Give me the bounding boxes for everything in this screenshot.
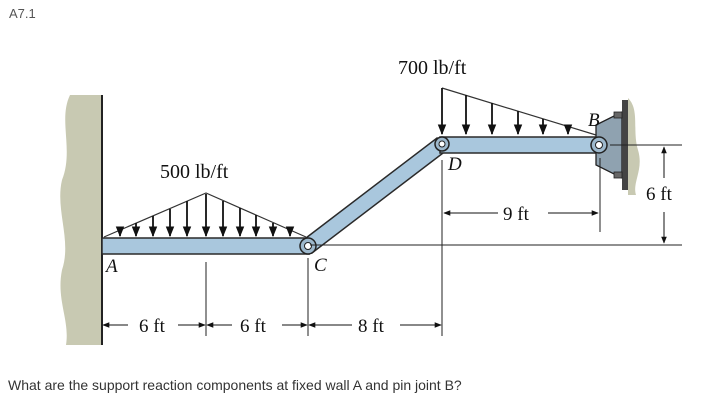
question-text: What are the support reaction components… — [8, 377, 462, 393]
label-d: D — [447, 154, 462, 175]
load-label-right: 700 lb/ft — [398, 57, 467, 79]
dim-seg2: 6 ft — [240, 316, 267, 337]
label-a: A — [104, 256, 118, 277]
beam-ac — [101, 237, 310, 255]
label-c: C — [314, 255, 327, 276]
beam-db — [439, 136, 599, 154]
load-label-left: 500 lb/ft — [160, 161, 229, 183]
label-b: B — [588, 110, 600, 131]
dim-seg3: 8 ft — [358, 316, 385, 337]
dim-span-d: 9 ft — [503, 204, 530, 225]
dim-seg1: 6 ft — [139, 316, 166, 337]
pin-joint-d — [434, 136, 450, 152]
pin-joint-c — [299, 237, 317, 255]
extension-lines — [101, 144, 682, 336]
distributed-load-right — [437, 87, 597, 136]
fixed-wall-a — [60, 95, 103, 345]
distributed-load-left — [103, 192, 307, 238]
beam-diagram: 500 lb/ft 700 lb/ft A B C D — [60, 57, 682, 345]
beam-cd — [300, 136, 449, 255]
dim-height: 6 ft — [646, 184, 673, 205]
problem-number: A7.1 — [9, 6, 36, 21]
